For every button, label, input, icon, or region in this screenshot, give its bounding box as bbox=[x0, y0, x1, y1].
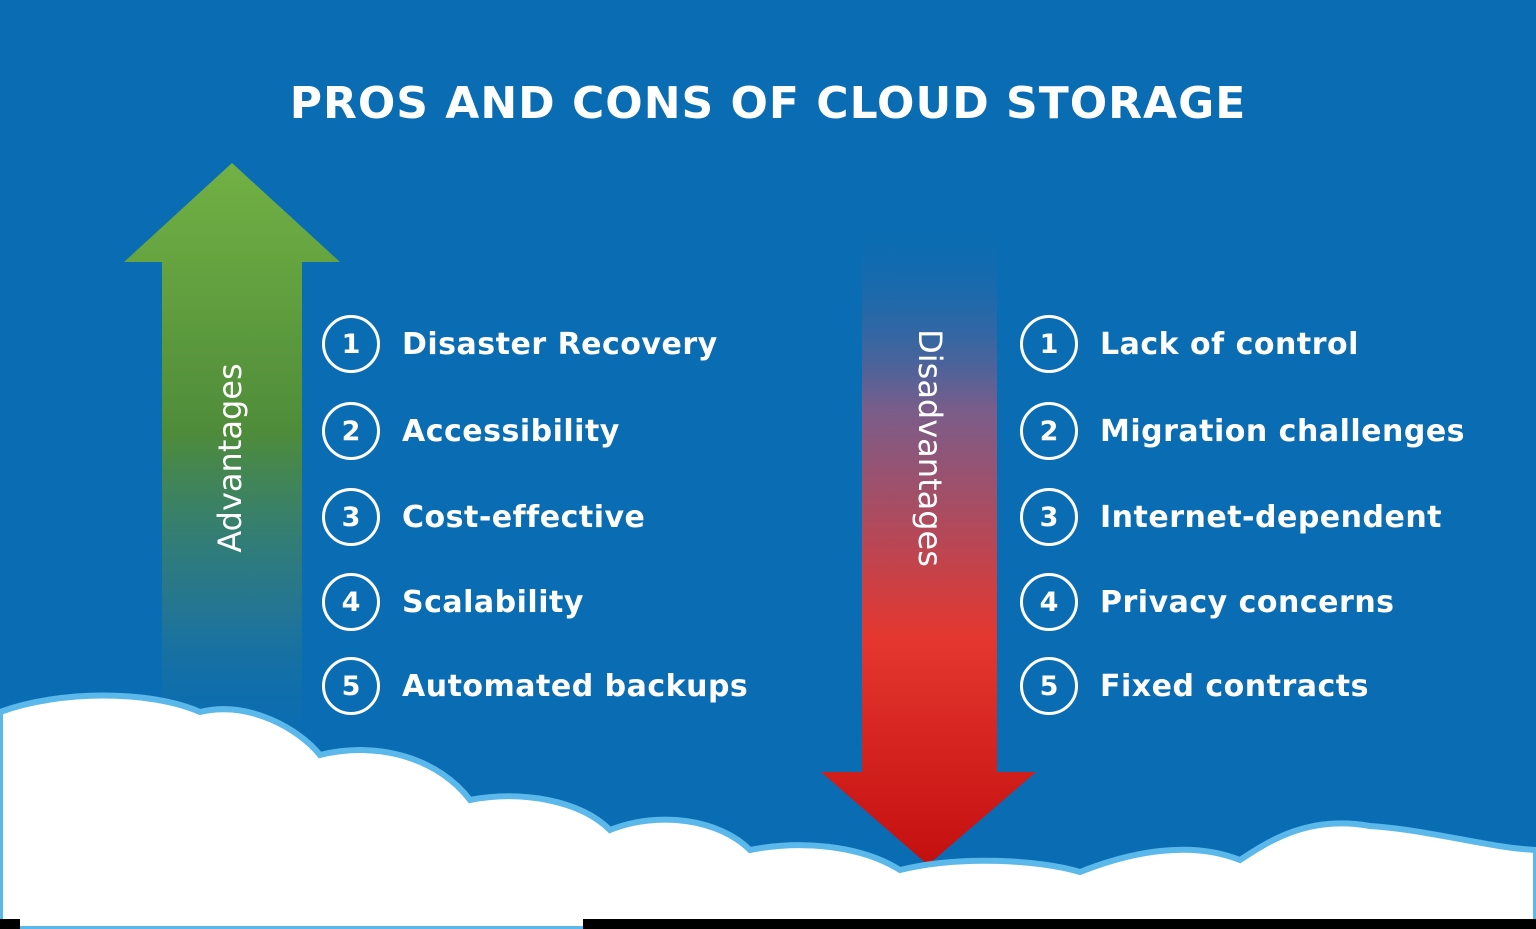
number-badge: 2 bbox=[322, 402, 380, 460]
page-title: PROS AND CONS OF CLOUD STORAGE bbox=[289, 78, 1247, 129]
number-badge: 1 bbox=[322, 315, 380, 373]
number-badge: 3 bbox=[1020, 488, 1078, 546]
list-item: 1 Lack of control bbox=[1020, 312, 1359, 376]
number-badge: 4 bbox=[322, 573, 380, 631]
number-badge: 5 bbox=[322, 657, 380, 715]
bottom-bar-left bbox=[0, 919, 20, 929]
item-text: Disaster Recovery bbox=[402, 326, 718, 362]
advantages-label: Advantages bbox=[211, 363, 249, 553]
item-text: Automated backups bbox=[402, 668, 749, 704]
cloud-shape bbox=[0, 692, 1536, 929]
list-item: 2 Accessibility bbox=[322, 399, 620, 463]
number-badge: 3 bbox=[322, 488, 380, 546]
list-item: 3 Cost-effective bbox=[322, 485, 645, 549]
list-item: 5 Fixed contracts bbox=[1020, 654, 1369, 718]
number-badge: 5 bbox=[1020, 657, 1078, 715]
item-text: Scalability bbox=[402, 584, 584, 620]
list-item: 2 Migration challenges bbox=[1020, 399, 1465, 463]
item-text: Migration challenges bbox=[1100, 413, 1466, 449]
down-arrow bbox=[821, 215, 1036, 865]
number-badge: 1 bbox=[1020, 315, 1078, 373]
item-text: Lack of control bbox=[1100, 326, 1359, 362]
list-item: 3 Internet-dependent bbox=[1020, 485, 1442, 549]
list-item: 5 Automated backups bbox=[322, 654, 748, 718]
number-badge: 4 bbox=[1020, 573, 1078, 631]
number-badge: 2 bbox=[1020, 402, 1078, 460]
item-text: Fixed contracts bbox=[1100, 668, 1370, 704]
disadvantages-label: Disadvantages bbox=[911, 329, 949, 567]
up-arrow bbox=[124, 163, 340, 760]
item-text: Accessibility bbox=[402, 413, 620, 449]
item-text: Internet-dependent bbox=[1100, 499, 1443, 535]
item-text: Cost-effective bbox=[402, 499, 646, 535]
list-item: 1 Disaster Recovery bbox=[322, 312, 718, 376]
bottom-bar-right bbox=[583, 919, 1536, 929]
list-item: 4 Privacy concerns bbox=[1020, 570, 1395, 634]
list-item: 4 Scalability bbox=[322, 570, 584, 634]
item-text: Privacy concerns bbox=[1100, 584, 1395, 620]
